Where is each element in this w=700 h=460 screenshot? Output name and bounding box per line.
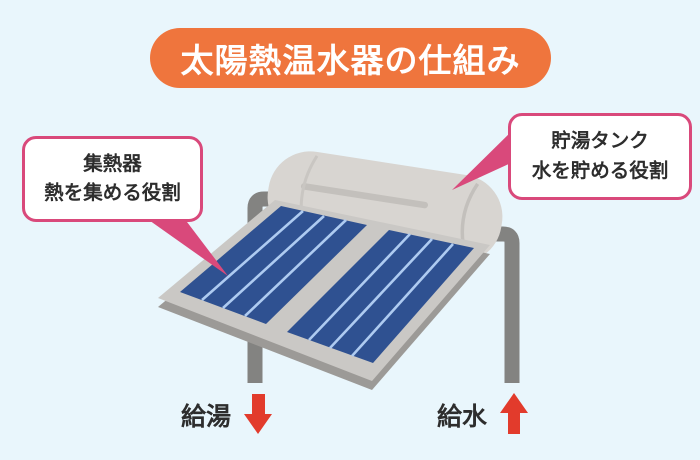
panel-glass-right [287,230,474,363]
callout-tank-role: 水を貯める役割 [531,159,669,182]
panel-stripes [201,210,454,357]
page-title: 太陽熱温水器の仕組み [180,42,521,79]
title-banner: 太陽熱温水器の仕組み [150,28,551,88]
callout-pointer-left [146,218,228,276]
collector-panel [158,200,490,390]
callout-pointer-right [452,130,513,190]
label-hot-water-supply: 給湯 [181,403,232,431]
stand-leg-left [247,191,292,383]
cold-water-up-arrow-icon [500,393,528,434]
callout-collector-role: 熱を集める役割 [44,182,181,204]
callout-storage-tank: 貯湯タンク 水を貯める役割 [508,113,692,200]
stand-leg-right [485,226,520,383]
callout-collector-name: 集熱器 [83,152,142,175]
hot-water-down-arrow-icon [244,394,272,434]
callout-collector: 集熱器 熱を集める役割 [22,136,203,222]
label-water-supply: 給水 [437,403,488,431]
panel-glass-left [180,206,367,324]
tank-seam-line [300,183,429,209]
callout-tank-name: 貯湯タンク [551,130,649,153]
